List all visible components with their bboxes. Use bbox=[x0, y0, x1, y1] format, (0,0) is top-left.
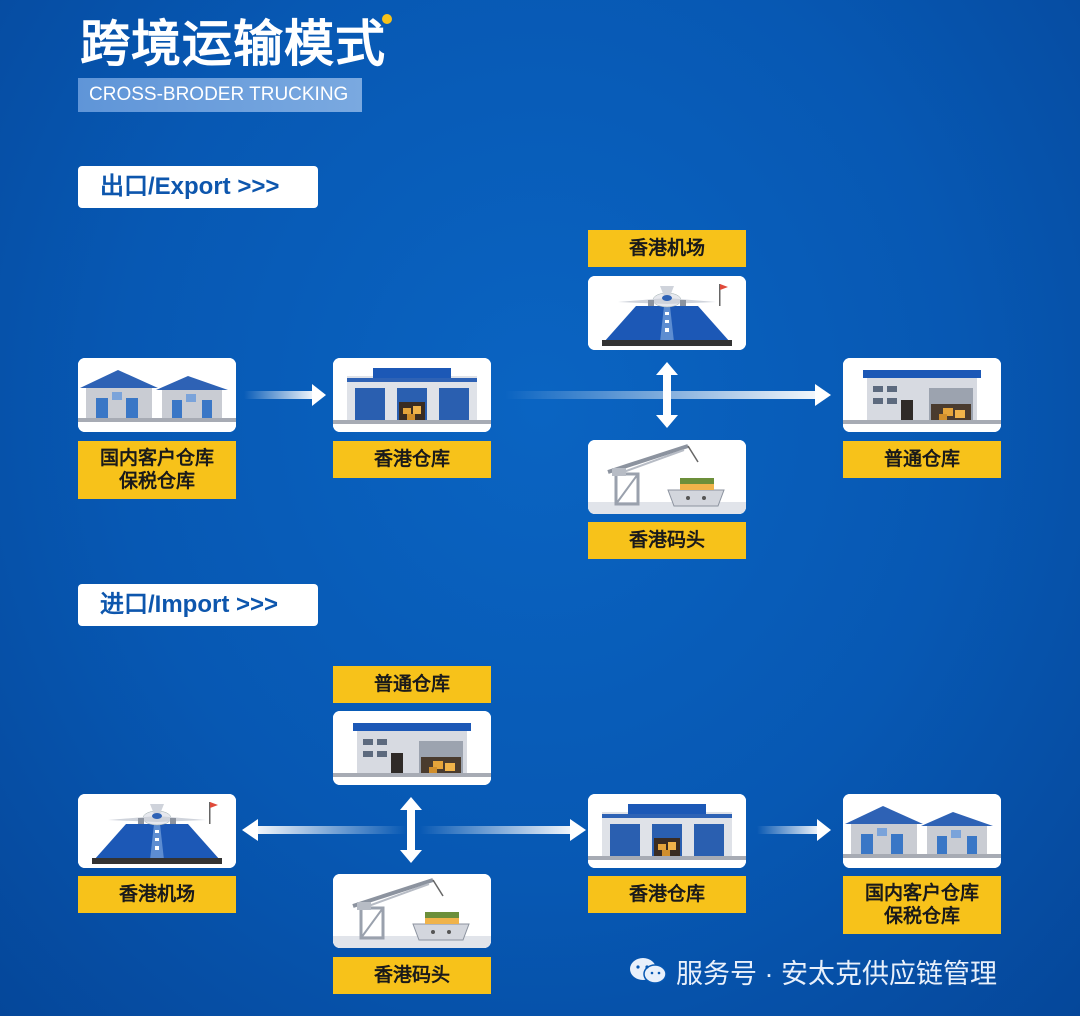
airport-icon bbox=[78, 794, 236, 868]
houses-icon bbox=[843, 794, 1001, 868]
houses-icon bbox=[78, 358, 236, 432]
airport-icon bbox=[588, 276, 746, 350]
export-hk-airport-card bbox=[588, 276, 746, 350]
pier-crane-icon bbox=[588, 440, 746, 514]
title-dot-icon bbox=[382, 14, 392, 24]
import-arrow-warehouse-to-destination bbox=[757, 819, 831, 841]
export-hk-warehouse-label: 香港仓库 bbox=[333, 441, 491, 478]
import-destination-label: 国内客户仓库 保税仓库 bbox=[843, 876, 1001, 934]
export-arrow-origin-to-warehouse bbox=[244, 384, 326, 406]
import-hk-warehouse-label: 香港仓库 bbox=[588, 876, 746, 913]
export-section-label: 出口/Export >>> bbox=[78, 166, 318, 208]
import-hk-airport-label: 香港机场 bbox=[78, 876, 236, 913]
general-warehouse-icon bbox=[843, 358, 1001, 432]
export-hk-pier-card bbox=[588, 440, 746, 514]
export-origin-label: 国内客户仓库 保税仓库 bbox=[78, 441, 236, 499]
import-arrow-vertical-general-pier bbox=[400, 797, 422, 863]
export-arrow-warehouse-to-general bbox=[505, 384, 831, 406]
watermark-text: 服务号 · 安太克供应链管理 bbox=[676, 958, 997, 989]
import-hk-warehouse-card bbox=[588, 794, 746, 868]
watermark: 服务号 · 安太克供应链管理 bbox=[628, 952, 997, 990]
import-destination-card bbox=[843, 794, 1001, 868]
export-hk-airport-label: 香港机场 bbox=[588, 230, 746, 267]
page-subtitle: CROSS-BRODER TRUCKING bbox=[78, 78, 362, 112]
import-section-label: 进口/Import >>> bbox=[78, 584, 318, 626]
warehouse-icon bbox=[588, 794, 746, 868]
import-hk-pier-label: 香港码头 bbox=[333, 957, 491, 994]
pier-crane-icon bbox=[333, 874, 491, 948]
export-general-warehouse-label: 普通仓库 bbox=[843, 441, 1001, 478]
import-general-warehouse-card bbox=[333, 711, 491, 785]
page-title: 跨境运输模式 bbox=[80, 15, 386, 73]
general-warehouse-icon bbox=[333, 711, 491, 785]
import-general-warehouse-label: 普通仓库 bbox=[333, 666, 491, 703]
wechat-icon bbox=[630, 958, 667, 984]
export-hk-pier-label: 香港码头 bbox=[588, 522, 746, 559]
import-arrow-airport-warehouse bbox=[242, 819, 586, 841]
export-origin-card bbox=[78, 358, 236, 432]
export-general-warehouse-card bbox=[843, 358, 1001, 432]
warehouse-icon bbox=[333, 358, 491, 432]
export-hk-warehouse-card bbox=[333, 358, 491, 432]
export-arrow-vertical-airport-pier bbox=[656, 362, 678, 428]
import-hk-airport-card bbox=[78, 794, 236, 868]
import-hk-pier-card bbox=[333, 874, 491, 948]
